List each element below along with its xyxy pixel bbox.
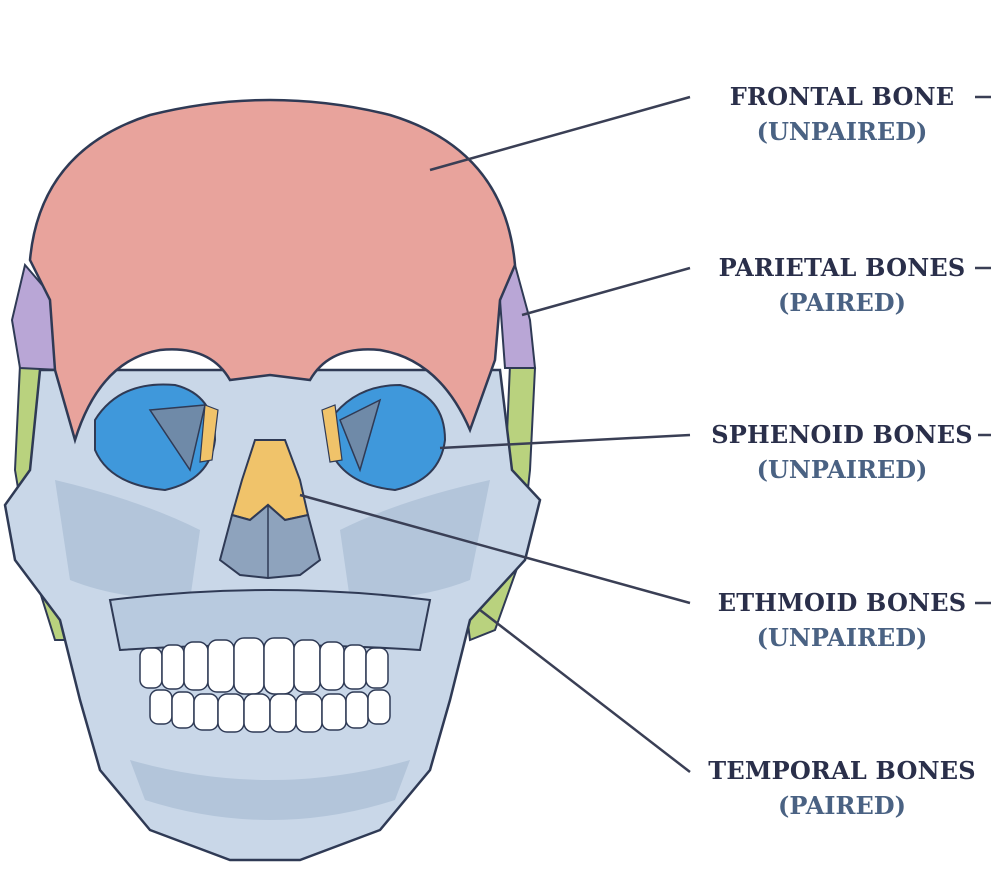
- label-sphenoid: SPHENOID BONES (UNPAIRED): [692, 420, 991, 484]
- leader-parietal: [521, 266, 691, 317]
- leader-frontal: [429, 95, 691, 172]
- label-sphenoid-kind: (UNPAIRED): [756, 455, 928, 484]
- label-parietal-name: PARIETAL BONES: [718, 253, 966, 282]
- leader-lines: [299, 95, 991, 773]
- label-frontal-name: FRONTAL BONE: [729, 82, 955, 111]
- leader-temporal: [479, 609, 691, 773]
- cheek-shading-right: [340, 480, 490, 600]
- label-frontal: FRONTAL BONE (UNPAIRED): [692, 82, 991, 146]
- leader-ethmoid: [299, 493, 691, 605]
- frontal-bone: [28, 98, 517, 445]
- label-ethmoid: ETHMOID BONES (UNPAIRED): [692, 588, 991, 652]
- label-sphenoid-name: SPHENOID BONES: [711, 420, 973, 449]
- cheek-shading: [55, 480, 200, 600]
- label-ethmoid-kind: (UNPAIRED): [756, 623, 928, 652]
- orbit-shadow-right: [339, 398, 382, 473]
- label-parietal-kind: (PAIRED): [778, 288, 906, 317]
- orbit-shadow-left: [148, 404, 206, 472]
- label-frontal-kind: (UNPAIRED): [756, 117, 928, 146]
- teeth: [139, 637, 391, 733]
- leader-sphenoid: [439, 433, 691, 450]
- label-ethmoid-name: ETHMOID BONES: [717, 588, 967, 617]
- nasal-cavity: [218, 503, 322, 580]
- orbit-strip-left: [199, 404, 219, 463]
- orbit-strip-right: [321, 404, 343, 463]
- mandible-shading: [130, 760, 410, 820]
- label-temporal-name: TEMPORAL BONES: [708, 756, 976, 785]
- label-temporal-kind: (PAIRED): [778, 791, 906, 820]
- label-temporal: TEMPORAL BONES (PAIRED): [692, 756, 991, 820]
- label-parietal: PARIETAL BONES (PAIRED): [692, 253, 991, 317]
